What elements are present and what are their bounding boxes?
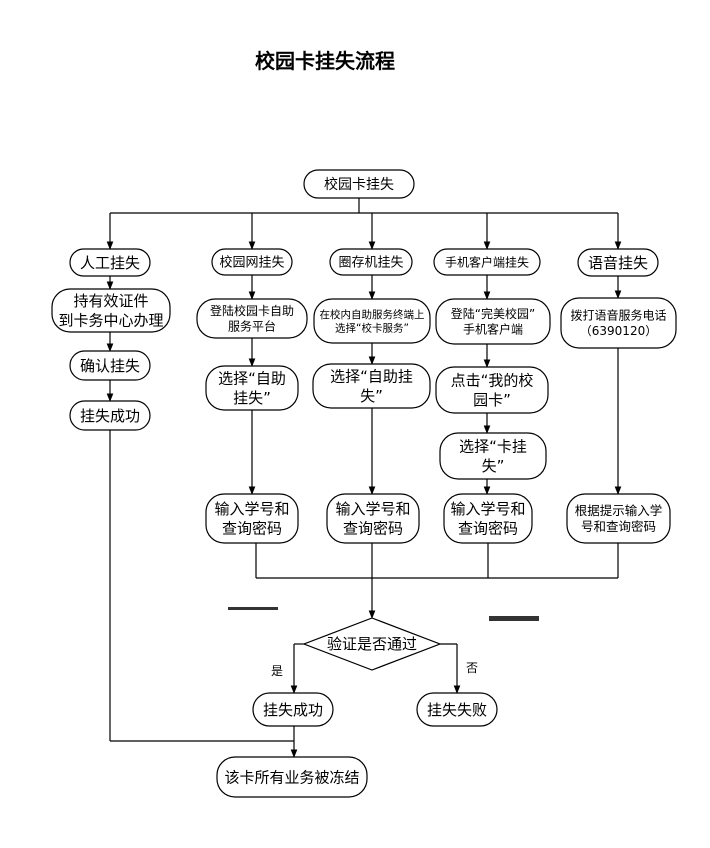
- node-label: 输入学号和: [450, 500, 525, 518]
- node-label: 园卡”: [473, 391, 511, 409]
- node-label: 确认挂失: [80, 357, 140, 375]
- node-voice: 语音挂失: [577, 248, 659, 277]
- node-shape: [252, 692, 334, 727]
- node-label: 该卡所有业务被冻结: [224, 768, 359, 786]
- node-success: 挂失成功: [252, 692, 334, 727]
- node-manual-step2: 确认挂失: [69, 350, 151, 381]
- node-shape: [205, 493, 299, 544]
- node-label: 失”: [360, 387, 383, 405]
- node-label: 选择“自助: [218, 370, 286, 388]
- node-label: 服务平台: [228, 319, 276, 334]
- node-label: 挂失成功: [263, 701, 323, 719]
- node-label: 拨打语音服务电话: [570, 308, 666, 323]
- node-voice-step1: 拨打语音服务电话（6390120）: [560, 297, 677, 349]
- node-label: 选择“卡挂: [459, 438, 527, 456]
- node-shape: [216, 756, 368, 798]
- node-label: 语音挂失: [588, 254, 648, 272]
- node-label: 查询密码: [222, 520, 282, 538]
- node-label: 校园卡挂失: [324, 176, 394, 193]
- node-label: 到卡务中心办理: [58, 312, 163, 330]
- node-shape: [416, 692, 498, 727]
- node-label: 圈存机挂失: [338, 256, 403, 271]
- diagram-title: 校园卡挂失流程: [255, 49, 395, 73]
- node-manual: 人工挂失: [69, 248, 151, 277]
- node-web: 校园网挂失: [211, 248, 293, 276]
- node-label: 点击“我的校: [451, 372, 534, 390]
- node-label: 号和查询密码: [581, 519, 656, 534]
- node-label: 失”: [482, 457, 505, 475]
- node-label: 校园网挂失: [219, 255, 284, 271]
- node-label: 挂失成功: [80, 407, 140, 425]
- node-label: 选择“校卡服务”: [335, 322, 409, 335]
- node-shape: [211, 248, 293, 276]
- node-shape: [443, 493, 533, 544]
- node-label: 在校内自助服务终端上: [320, 308, 425, 321]
- node-label: 人工挂失: [80, 254, 140, 272]
- yes-label: 是: [271, 664, 283, 678]
- node-shape: [577, 248, 659, 277]
- node-label: 持有效证件: [73, 292, 148, 310]
- node-label: （6390120）: [580, 324, 657, 338]
- decision-label: 验证是否通过: [327, 635, 417, 653]
- node-shape: [69, 248, 151, 277]
- node-label: 登陆校园卡自助: [210, 303, 294, 318]
- node-shape: [435, 298, 551, 345]
- node-shape: [51, 288, 171, 333]
- node-final: 该卡所有业务被冻结: [216, 756, 368, 798]
- node-label: 挂失失败: [427, 701, 487, 719]
- node-decision: 验证是否通过: [302, 617, 442, 671]
- node-label: 根据提示输入学: [575, 503, 663, 518]
- node-label: 手机客户端: [463, 322, 523, 337]
- node-mobile: 手机客户端挂失: [433, 248, 541, 276]
- decision-shape: [302, 617, 442, 671]
- connectors: [106, 198, 622, 758]
- node-label: 登陆“完美校园”: [451, 306, 535, 321]
- node-shape: [439, 432, 547, 480]
- node-label: 输入学号和: [214, 500, 289, 518]
- node-kiosk: 圈存机挂失: [329, 248, 413, 276]
- node-shape: [329, 248, 413, 276]
- node-shape: [69, 400, 151, 431]
- node-failure: 挂失失败: [416, 692, 498, 727]
- node-label: 查询密码: [343, 520, 403, 538]
- node-label: 输入学号和: [335, 500, 410, 518]
- node-label: 挂失”: [233, 389, 271, 407]
- node-shape: [205, 365, 299, 411]
- node-mobile-step1: 登陆“完美校园”手机客户端: [435, 298, 551, 345]
- node-shape: [312, 363, 431, 409]
- node-label: 手机客户端挂失: [445, 254, 529, 269]
- node-root: 校园卡挂失: [303, 169, 415, 199]
- node-shape: [313, 298, 431, 344]
- node-mobile-step3: 选择“卡挂失”: [439, 432, 547, 480]
- node-shape: [326, 493, 420, 544]
- node-shape: [560, 297, 677, 349]
- node-shape: [196, 298, 308, 339]
- node-manual-step3: 挂失成功: [69, 400, 151, 431]
- node-label: 查询密码: [458, 520, 518, 538]
- node-shape: [69, 350, 151, 381]
- node-shape: [433, 248, 541, 276]
- node-label: 选择“自助挂: [330, 368, 413, 386]
- no-label: 否: [466, 661, 478, 675]
- node-shape: [435, 366, 549, 414]
- node-shape: [566, 493, 671, 544]
- node-shape: [303, 169, 415, 199]
